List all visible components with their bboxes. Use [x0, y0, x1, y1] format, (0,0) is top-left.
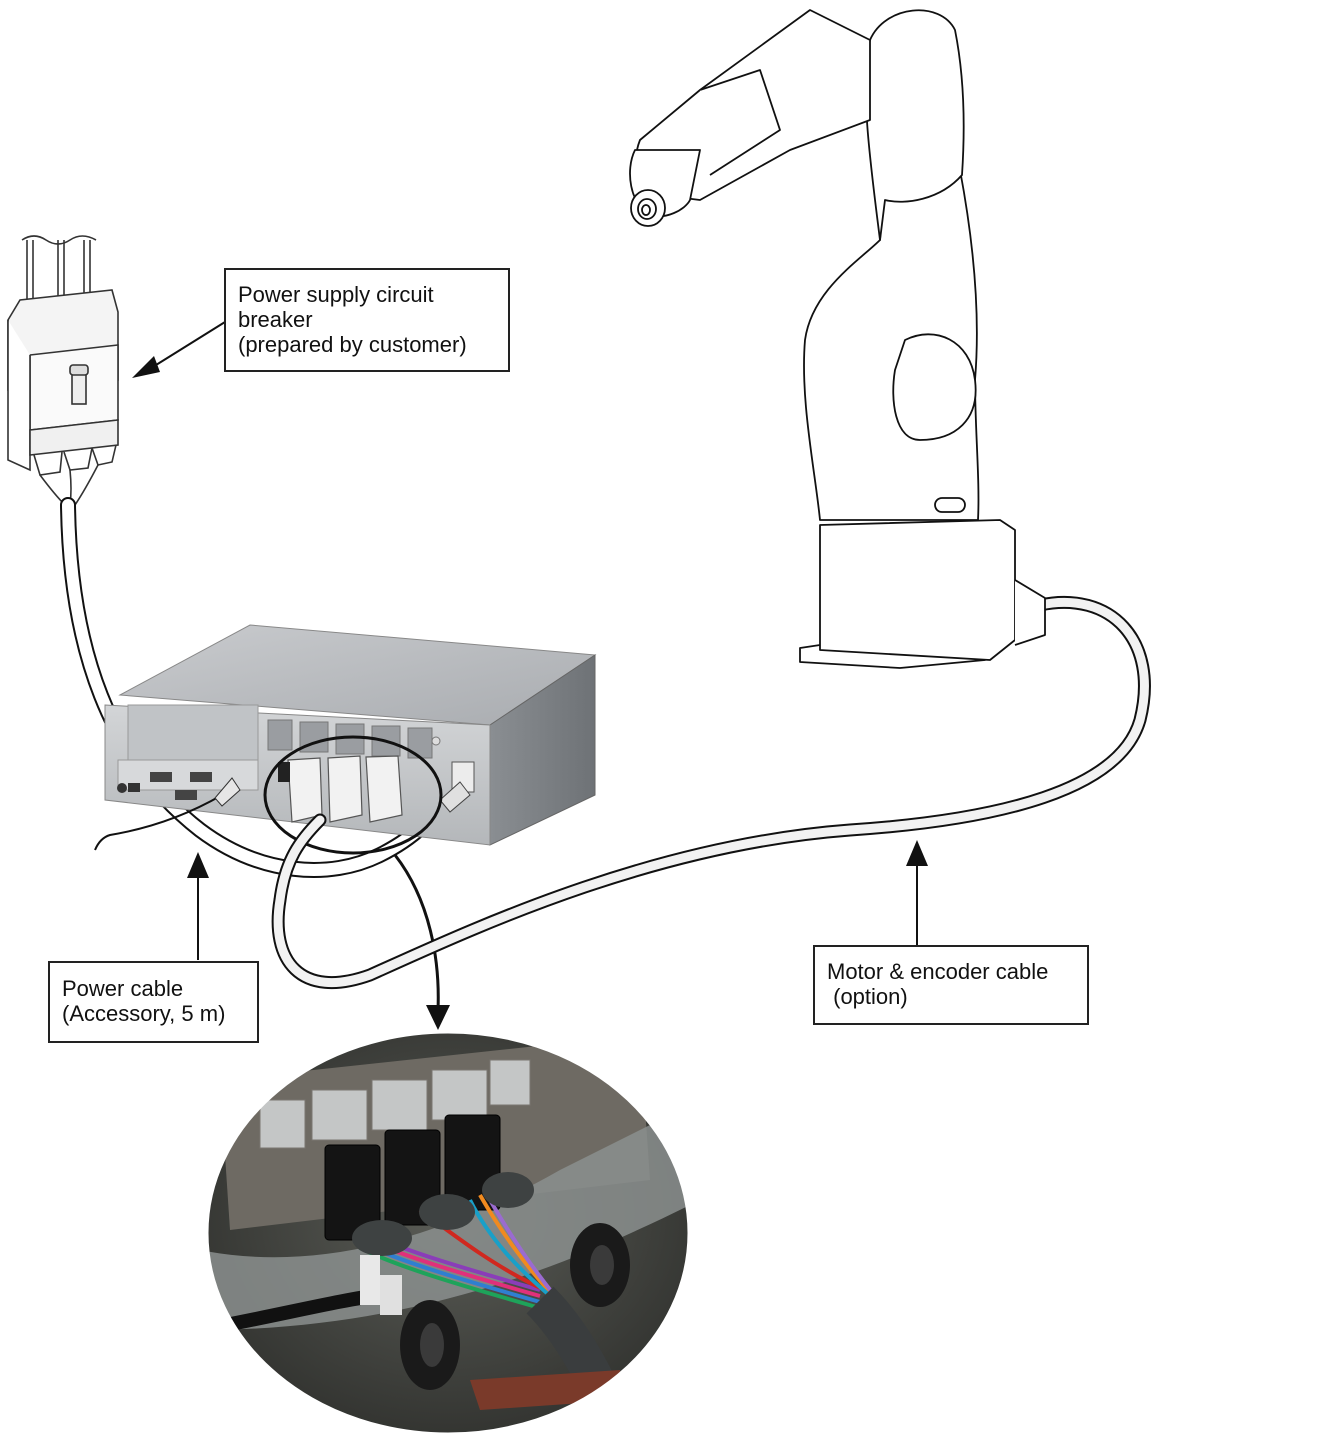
power-cable-arrow-head-icon	[187, 852, 209, 878]
connector-detail-photo	[208, 1033, 688, 1433]
breaker-arrow-head-icon	[132, 356, 160, 378]
detail-arrow-head-icon	[426, 1005, 450, 1030]
robot-arm-icon	[629, 9, 1046, 669]
robot-controller-unit	[94, 624, 597, 851]
breaker-label-line2: breaker	[238, 307, 313, 332]
breaker-label: Power supply circuit breaker (prepared b…	[224, 268, 510, 372]
breaker-label-line1: Power supply circuit	[238, 282, 434, 307]
breaker-pointer-arrow	[147, 321, 226, 371]
motor-cable-label-line2: (option)	[827, 984, 908, 1009]
circuit-breaker-icon	[7, 235, 119, 506]
connector-highlight-ring	[263, 735, 443, 855]
power-cable-label-line2: (Accessory, 5 m)	[62, 1001, 226, 1026]
motor-cable-label: Motor & encoder cable (option)	[813, 945, 1089, 1025]
detail-pointer-arrow	[393, 854, 440, 1011]
power-cable	[60, 497, 458, 878]
power-cable-label-line1: Power cable	[62, 976, 184, 1001]
motor-cable-arrow-head-icon	[906, 840, 928, 866]
motor-encoder-cable	[271, 595, 1151, 990]
breaker-label-line3: (prepared by customer)	[238, 332, 467, 357]
power-cable-label: Power cable (Accessory, 5 m)	[48, 961, 259, 1043]
motor-cable-label-line1: Motor & encoder cable	[827, 959, 1049, 984]
